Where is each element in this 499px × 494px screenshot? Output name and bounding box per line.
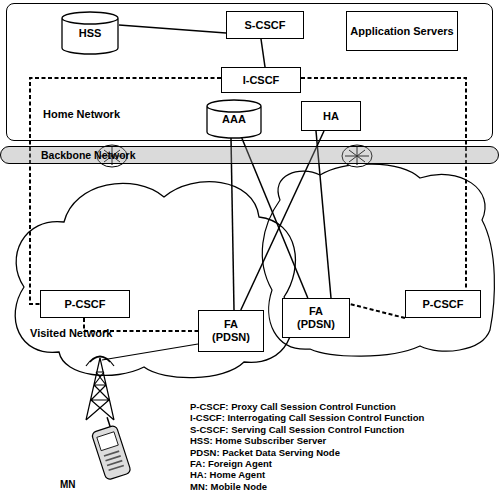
process-box: P-CSCF — [40, 290, 130, 318]
legend-text: P-CSCF: Proxy Call Session Control Funct… — [190, 401, 396, 412]
database-cylinder: HSS — [61, 12, 119, 54]
node-text: P-CSCF — [423, 298, 464, 311]
signaling-connector — [30, 78, 221, 304]
database-cylinder: AAA — [206, 100, 262, 138]
node-text: Application Servers — [350, 25, 453, 38]
node-text: FA (PDSN) — [292, 305, 340, 330]
legend-text: MN: Mobile Node — [190, 481, 267, 492]
node-text: FA (PDSN) — [207, 318, 255, 343]
node-text: HSS — [79, 27, 102, 40]
legend-text: HSS: Home Subscriber Server — [190, 435, 326, 446]
node-text: Home Network — [43, 108, 120, 121]
node-text: Visited Network — [30, 327, 112, 340]
node-text: Backbone Network — [41, 149, 136, 161]
gateway-box: FA (PDSN) — [198, 310, 264, 352]
signaling-connector — [301, 78, 466, 290]
process-box: HA — [301, 101, 361, 131]
node-text: I-CSCF — [243, 74, 280, 87]
node-text: P-CSCF — [65, 298, 106, 311]
gateway-box: FA (PDSN) — [282, 298, 350, 338]
node-text: S-CSCF — [245, 19, 286, 32]
visited-network-cloud: Visited Network P-CSCF FA (PDSN) — [4, 167, 304, 382]
data-connector — [119, 25, 226, 33]
mobile-phone — [88, 415, 131, 480]
legend-text: I-CSCF: Interrogating Call Session Contr… — [190, 412, 424, 423]
process-box: I-CSCF — [221, 67, 301, 93]
legend-text: S-CSCF: Serving Call Session Control Fun… — [190, 424, 404, 435]
server-box: Application Servers — [346, 11, 458, 51]
data-connector — [261, 39, 265, 67]
radio-link — [102, 344, 198, 360]
process-box: S-CSCF — [226, 11, 304, 39]
node-text: AAA — [222, 113, 246, 126]
legend-text: PDSN: Packet Data Serving Node — [190, 447, 340, 458]
backbone-band: Backbone Network — [0, 146, 499, 164]
visited-cloud-outline — [262, 164, 494, 356]
node-text: HA — [323, 110, 339, 123]
mobile-node-label: MN — [60, 479, 76, 490]
legend-text: FA: Foreign Agent — [190, 458, 272, 469]
legend-text: HA: Home Agent — [190, 469, 265, 480]
home-network-region: Home Network HSS S-CSCF Application Servers… — [6, 3, 493, 141]
process-box: P-CSCF — [405, 290, 481, 318]
radio-tower — [86, 356, 114, 420]
signaling-connector — [350, 304, 405, 318]
